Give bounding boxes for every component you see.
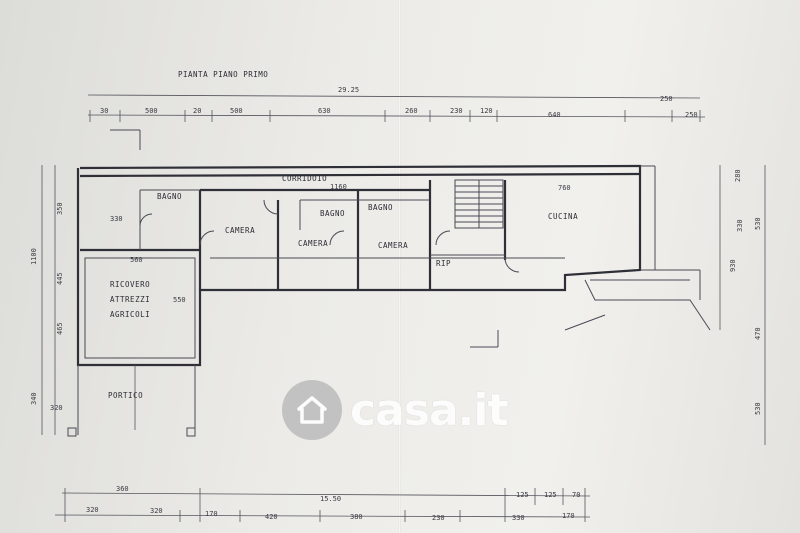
dim-bottom1-1: 125 [516,491,529,499]
watermark: casa.it [282,378,522,442]
outer-walls [76,164,701,367]
dim-top-ticks [89,110,701,122]
dim-top-3: 500 [230,107,243,115]
dim-bottom2-5: 230 [432,514,445,522]
dim-left-0: 1100 [30,248,38,265]
dim-bottom2-6: 330 [512,514,525,522]
room-ricovero-2: ATTREZZI [110,295,150,304]
dim-right-5: 530 [754,402,762,415]
room-bagno-small: BAGNO [157,192,182,201]
dim-top-4: 630 [318,107,331,115]
dim-left-2: 445 [56,272,64,285]
dim-bottom2-2: 170 [205,510,218,518]
dim-right-3: 930 [729,259,737,272]
dim-left-4: 340 [30,392,38,405]
dim-bottom-ticks [64,488,586,522]
dim-corridoio: 1160 [330,183,347,191]
dim-ricovero-h: 550 [173,296,186,304]
stair-projection [564,279,711,331]
dim-top-5: 260 [405,107,418,115]
dim-cucina: 760 [558,184,571,192]
dim-left-3: 465 [56,322,64,335]
room-bagno-mid-a: BAGNO [320,209,345,218]
room-rip: RIP [436,259,451,268]
dim-bagno-w: 330 [110,215,123,223]
dim-top-9: 250 [685,111,698,119]
dim-bottom2-0: 320 [86,506,99,514]
room-corridoio: CORRIDOIO [282,174,327,183]
dim-bottom2-3: 420 [265,513,278,521]
dim-line-top-row [87,114,706,118]
dim-bottom2-4: 380 [350,513,363,521]
room-camera-b: CAMERA [298,239,328,248]
dim-bottom2-7: 170 [562,512,575,520]
dim-bottom-total: 15.50 [320,495,341,503]
dim-top-far: 250 [660,95,673,103]
room-cucina: CUCINA [548,212,578,221]
dim-top-1: 500 [145,107,158,115]
section-marker [110,129,499,348]
dim-line-bottom-2 [54,514,591,518]
dim-bottom1-2: 125 [544,491,557,499]
dim-top-6: 230 [450,107,463,115]
house-icon [282,380,342,440]
door-swings [139,199,520,273]
plan-title: PIANTA PIANO PRIMO [178,70,268,79]
dim-top-total: 29.25 [338,86,359,94]
dim-right-0: 280 [734,169,742,182]
paper-fold [398,0,401,533]
dim-bottom1-0: 360 [116,485,129,493]
dim-right-1: 330 [736,219,744,232]
dim-bottom1-3: 70 [572,491,580,499]
dim-right-4: 470 [754,327,762,340]
dim-ricovero-w: 560 [130,256,143,264]
room-bagno-mid-b: BAGNO [368,203,393,212]
room-ricovero-1: RICOVERO [110,280,150,289]
dim-right-2: 530 [754,217,762,230]
dim-top-0: 30 [100,107,108,115]
dim-top-8: 640 [548,111,561,119]
room-portico: PORTICO [108,391,143,400]
room-ricovero-3: AGRICOLI [110,310,150,319]
watermark-brand: casa.it [350,384,508,436]
interior-walls [80,180,565,290]
dim-left-1: 350 [56,202,64,215]
room-camera-a: CAMERA [225,226,255,235]
dim-top-7: 120 [480,107,493,115]
dim-line-top-total [87,94,701,99]
dim-top-2: 20 [193,107,201,115]
room-camera-c: CAMERA [378,241,408,250]
dim-line-bottom-1 [61,492,591,497]
dim-portico-h: 320 [50,404,63,412]
staircase [454,179,504,229]
ricovero-portico [67,257,196,437]
dim-bottom2-1: 320 [150,507,163,515]
